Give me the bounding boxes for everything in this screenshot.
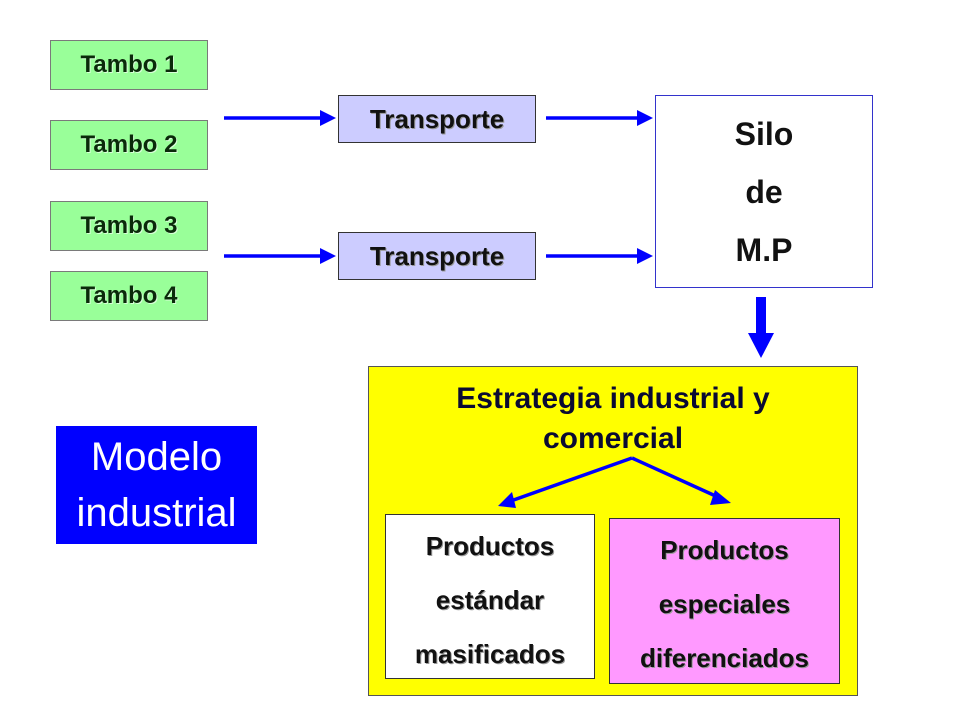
transporte-label-2: Transporte [369,240,505,271]
arrow-to-special-products [631,456,731,505]
standard-products-line-1: Productos [425,531,555,561]
arrow-silo-to-strategy [748,297,774,358]
standard-products-box: Productos estándar masificados [385,514,595,679]
tambo-2-box: Tambo 2 [50,120,208,170]
modelo-line-1: Modelo [90,435,223,479]
tambo-4-label: Tambo 4 [80,282,178,309]
strategy-title-line-1: Estrategia industrial y [456,382,770,415]
special-products-line-3: diferenciados [639,643,810,673]
tambo-1-box: Tambo 1 [50,40,208,90]
modelo-industrial-box: Modelo industrial [56,426,257,544]
silo-line-3: M.P [735,231,793,268]
arrow-to-transporte-1 [224,110,336,126]
tambo-3-box: Tambo 3 [50,201,208,251]
tambo-4-box: Tambo 4 [50,271,208,321]
transporte-box-1: Transporte [338,95,536,143]
special-products-line-2: especiales [658,589,791,619]
silo-line-2: de [745,173,783,210]
arrow-to-standard-products [498,456,633,508]
modelo-line-2: industrial [76,491,237,535]
silo-box: Silo de M.P [655,95,873,288]
strategy-title: Estrategia industrial y comercial [369,379,857,459]
tambo-3-label: Tambo 3 [80,212,178,239]
transporte-box-2: Transporte [338,232,536,280]
arrow-to-silo-2 [546,248,653,264]
arrow-to-silo-1 [546,110,653,126]
tambo-1-label: Tambo 1 [80,51,178,78]
strategy-title-line-2: comercial [542,422,684,455]
silo-line-1: Silo [734,115,794,152]
special-products-box: Productos especiales diferenciados [609,518,840,684]
transporte-label-1: Transporte [369,103,505,134]
tambo-2-label: Tambo 2 [80,131,178,158]
arrow-to-transporte-2 [224,248,336,264]
special-products-line-1: Productos [660,535,789,565]
standard-products-line-3: masificados [414,639,566,669]
standard-products-line-2: estándar [435,585,545,615]
